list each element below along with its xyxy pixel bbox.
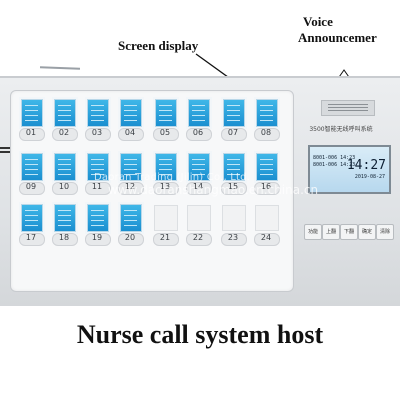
call-button-19[interactable] — [85, 233, 111, 246]
bed-card-05 — [155, 99, 177, 127]
button-number: 07 — [227, 128, 239, 137]
call-button-02[interactable] — [52, 128, 78, 141]
call-button-04[interactable] — [118, 128, 144, 141]
button-number: 04 — [124, 128, 136, 137]
call-button-13[interactable] — [153, 182, 179, 195]
call-button-08[interactable] — [254, 128, 280, 141]
button-number: 19 — [91, 233, 103, 242]
button-number: 24 — [260, 233, 272, 242]
button-number: 03 — [91, 128, 103, 137]
call-button-20[interactable] — [118, 233, 144, 246]
call-button-06[interactable] — [186, 128, 212, 141]
button-number: 05 — [159, 128, 171, 137]
bed-card-02 — [54, 99, 76, 127]
bed-card-18 — [54, 204, 76, 232]
control-keys: 功能上翻下翻确定清除 — [304, 224, 394, 240]
speaker-grille — [321, 100, 375, 116]
button-number: 08 — [260, 128, 272, 137]
bed-card-08 — [256, 99, 278, 127]
lcd-time: 14:27 — [346, 158, 386, 173]
call-button-17[interactable] — [19, 233, 45, 246]
bed-card-19 — [87, 204, 109, 232]
button-number: 20 — [124, 233, 136, 242]
call-button-23[interactable] — [221, 233, 247, 246]
button-number: 18 — [58, 233, 70, 242]
button-number: 14 — [192, 182, 204, 191]
call-button-15[interactable] — [221, 182, 247, 195]
watermark-line-2: www.daoranshangmao.en.china.cn — [108, 183, 319, 197]
button-number: 10 — [58, 182, 70, 191]
bed-card-20 — [120, 204, 142, 232]
lcd-line-1: 8001-006 14:23 — [313, 155, 356, 161]
side-connector-icon — [0, 140, 10, 153]
bed-card-07 — [223, 99, 245, 127]
device-brand: 3500智能无线呼叫系统 — [309, 126, 373, 133]
button-number: 16 — [260, 182, 272, 191]
bed-card-03 — [87, 99, 109, 127]
bed-card-04 — [120, 99, 142, 127]
button-number: 01 — [25, 128, 37, 137]
control-key[interactable]: 功能 — [304, 224, 322, 240]
call-button-01[interactable] — [19, 128, 45, 141]
call-button-24[interactable] — [254, 233, 280, 246]
call-button-07[interactable] — [221, 128, 247, 141]
call-button-10[interactable] — [52, 182, 78, 195]
caption: Nurse call system host — [76, 320, 324, 349]
call-button-12[interactable] — [118, 182, 144, 195]
button-number: 21 — [159, 233, 171, 242]
bed-card-11 — [87, 153, 109, 181]
button-number: 02 — [58, 128, 70, 137]
bed-card-13 — [155, 153, 177, 181]
screen-display-label: Screen display — [118, 38, 199, 53]
bed-card-06 — [188, 99, 210, 127]
lcd-date: 2019-08-27 — [354, 174, 385, 180]
call-button-11[interactable] — [85, 182, 111, 195]
control-key[interactable]: 确定 — [358, 224, 376, 240]
call-button-05[interactable] — [153, 128, 179, 141]
button-number: 15 — [227, 182, 239, 191]
bed-card-16 — [256, 153, 278, 181]
call-button-09[interactable] — [19, 182, 45, 195]
control-key[interactable]: 下翻 — [340, 224, 358, 240]
control-key[interactable]: 上翻 — [322, 224, 340, 240]
call-button-21[interactable] — [153, 233, 179, 246]
lcd-screen: 8001-006 14:23 8001-006 14:23 14:27 2019… — [308, 145, 391, 194]
lcd-line-2: 8001-006 14:23 — [313, 162, 356, 168]
button-number: 17 — [25, 233, 37, 242]
empty-card-slot — [154, 205, 178, 231]
voice-label-line1: Voice — [303, 14, 333, 29]
voice-label-line2: Announcemer — [298, 30, 377, 45]
empty-card-slot — [222, 205, 246, 231]
bed-card-12 — [120, 153, 142, 181]
empty-card-slot — [255, 205, 279, 231]
call-button-22[interactable] — [186, 233, 212, 246]
bed-card-01 — [21, 99, 43, 127]
watermark-line-1: Daoran Trading (Jilin) Co., Ltd. — [94, 172, 251, 183]
bed-card-10 — [54, 153, 76, 181]
button-number: 13 — [159, 182, 171, 191]
call-button-03[interactable] — [85, 128, 111, 141]
bed-card-14 — [188, 153, 210, 181]
bed-card-09 — [21, 153, 43, 181]
control-key[interactable]: 清除 — [376, 224, 394, 240]
button-number: 22 — [192, 233, 204, 242]
button-panel: 01 02 03 04 05 06 07 08 09 10 11 12 13 14 15 16 17 18 19 20… — [10, 90, 294, 292]
call-button-14[interactable] — [186, 182, 212, 195]
button-number: 11 — [91, 182, 103, 191]
button-number: 12 — [124, 182, 136, 191]
bed-card-15 — [223, 153, 245, 181]
empty-card-slot — [187, 205, 211, 231]
call-button-18[interactable] — [52, 233, 78, 246]
call-button-16[interactable] — [254, 182, 280, 195]
button-number: 23 — [227, 233, 239, 242]
button-number: 09 — [25, 182, 37, 191]
bed-card-17 — [21, 204, 43, 232]
button-number: 06 — [192, 128, 204, 137]
